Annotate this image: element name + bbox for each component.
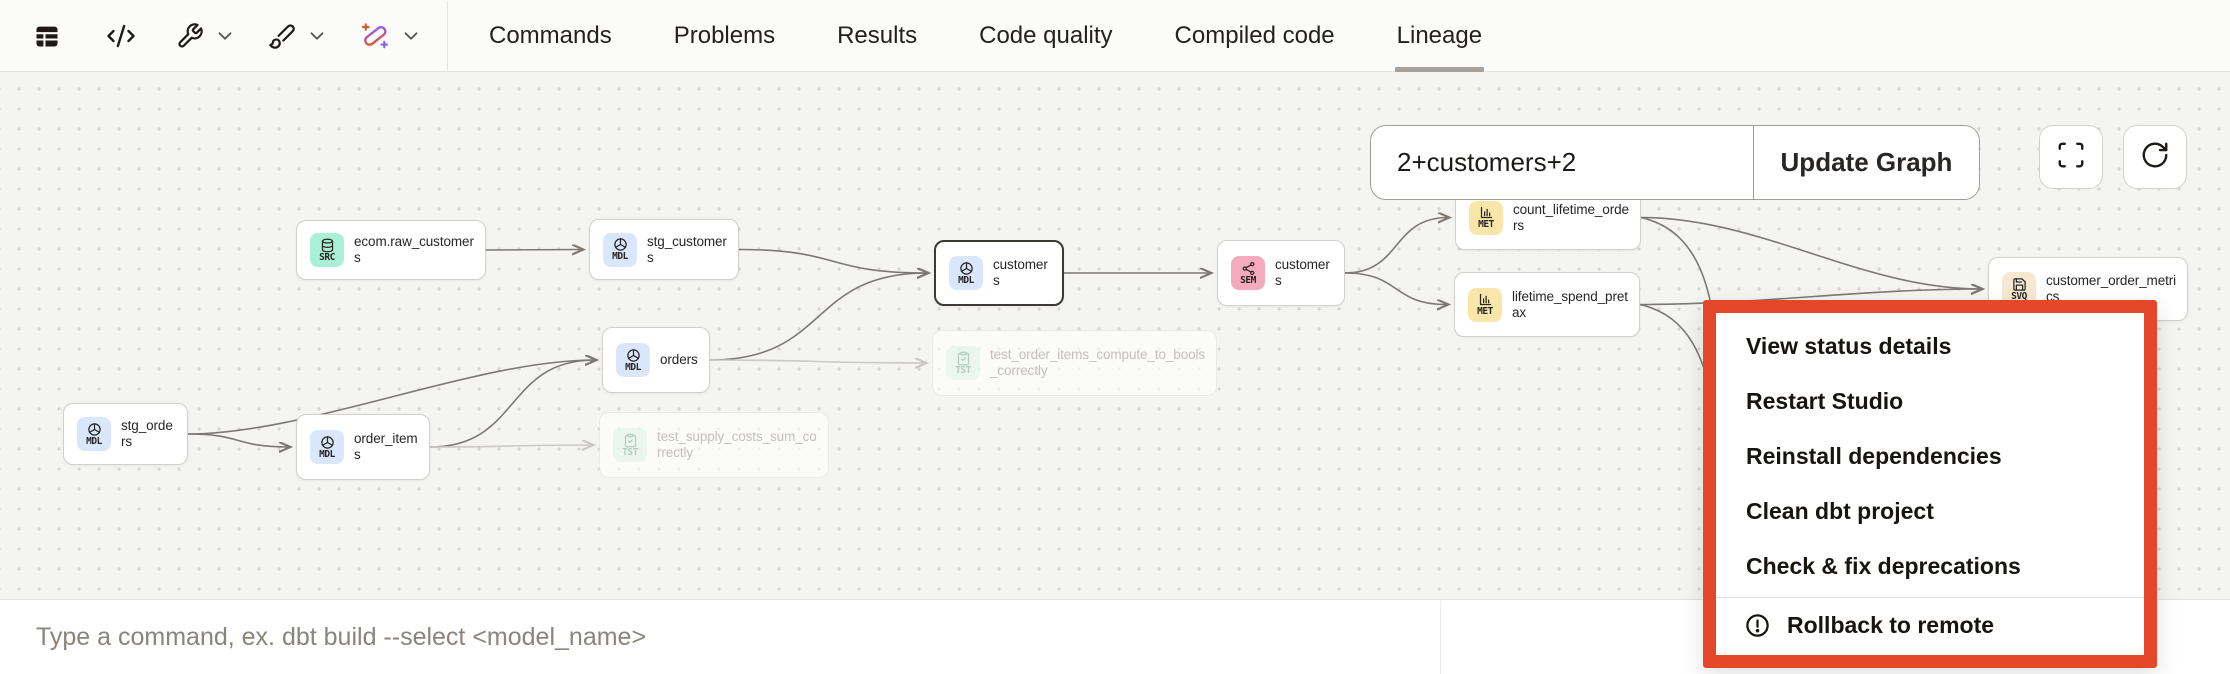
model-orb-icon: MDL <box>77 417 111 451</box>
clipboard-check-icon: TST <box>613 428 647 462</box>
node-label: lifetime_spend_pretax <box>1512 288 1628 320</box>
node-label: stg_orders <box>121 418 173 449</box>
table-icon <box>33 22 61 50</box>
graph-node-stg_customers[interactable]: MDL stg_customers <box>589 219 739 280</box>
database-icon: SRC <box>310 233 344 267</box>
command-bar-divider <box>1440 601 1441 674</box>
graph-node-customers_sem[interactable]: SEM customers <box>1217 240 1345 306</box>
edge-raw_customers-to-stg_customers <box>485 250 582 251</box>
graph-node-stg_orders[interactable]: MDL stg_orders <box>63 403 188 465</box>
bar-chart-icon: MET <box>1469 200 1503 235</box>
edge-count_lifetime_orders-to-customer_order_metrics <box>1640 216 1981 290</box>
edge-stg_customers-to-customers_mdl <box>738 248 927 274</box>
brush-icon <box>268 22 296 50</box>
command-input[interactable] <box>36 612 1366 662</box>
graph-node-test_order_items[interactable]: TST test_order_items_compute_to_bools_cor… <box>932 330 1217 396</box>
menu-item-rollback-to-remote[interactable]: Rollback to remote <box>1716 598 2144 653</box>
tab-compiled-code[interactable]: Compiled code <box>1174 22 1335 49</box>
graph-selector-bar: Update Graph <box>1370 125 1980 200</box>
menu-item-check-fix-deprecations[interactable]: Check & fix deprecations <box>1746 553 2021 579</box>
graph-node-customers_mdl[interactable]: MDL customers <box>934 240 1064 306</box>
graph-node-order_items[interactable]: MDL order_items <box>296 414 430 480</box>
model-orb-icon: MDL <box>603 232 637 267</box>
graph-node-orders[interactable]: MDL orders <box>602 327 710 393</box>
menu-item-label: Rollback to remote <box>1787 612 1995 638</box>
table-preview-button[interactable] <box>33 0 61 72</box>
tab-commands[interactable]: Commands <box>489 22 612 49</box>
edge-stg_orders-to-order_items <box>187 433 289 447</box>
node-label: customers <box>1275 257 1330 288</box>
model-orb-icon: MDL <box>310 430 344 464</box>
menu-divider <box>1716 597 2144 598</box>
refresh-button[interactable] <box>2123 125 2187 189</box>
node-label: order_items <box>354 431 418 462</box>
menu-item-clean-dbt-project[interactable]: Clean dbt project <box>1746 498 1934 524</box>
edge-customers_sem-to-count_lifetime_orders <box>1344 218 1448 274</box>
tab-results[interactable]: Results <box>837 22 918 49</box>
node-label: stg_customers <box>647 233 727 265</box>
fullscreen-button[interactable] <box>2039 125 2103 189</box>
edge-orders-to-customers_mdl <box>709 273 927 361</box>
node-label: count_lifetime_orders <box>1513 201 1629 233</box>
tab-problems[interactable]: Problems <box>673 22 776 49</box>
build-tools-button[interactable] <box>176 0 236 72</box>
node-label: orders <box>660 352 698 367</box>
fullscreen-icon <box>2056 140 2086 175</box>
ai-assist-button[interactable] <box>360 0 422 72</box>
top-toolbar: Commands Problems Results Code quality Compi… <box>0 0 2230 72</box>
graph-node-test_supply_costs[interactable]: TST test_supply_costs_sum_correctly <box>599 412 829 478</box>
edge-customers_sem-to-lifetime_spend_pretax <box>1344 272 1447 305</box>
menu-item-view-status-details[interactable]: View status details <box>1746 333 1952 359</box>
panel-tabs: Commands Problems Results Code quality Compi… <box>489 0 1485 72</box>
bar-chart-icon: MET <box>1468 287 1502 322</box>
menu-item-restart-studio[interactable]: Restart Studio <box>1746 388 1904 414</box>
node-label: ecom.raw_customers <box>354 234 474 265</box>
edge-order_items-to-orders <box>429 360 595 448</box>
tab-code-quality[interactable]: Code quality <box>979 22 1113 49</box>
alert-circle-icon <box>1744 612 1771 639</box>
graph-node-count_lifetime_orders[interactable]: MET count_lifetime_orders <box>1455 185 1641 250</box>
graph-selector-input[interactable] <box>1371 126 1753 199</box>
node-label: customers <box>993 257 1048 288</box>
model-orb-icon: MDL <box>949 256 983 290</box>
graph-node-lifetime_spend_pretax[interactable]: MET lifetime_spend_pretax <box>1454 272 1640 337</box>
edge-orders-to-test_order_items <box>709 360 925 363</box>
update-graph-button[interactable]: Update Graph <box>1753 126 1979 199</box>
edge-order_items-to-test_supply_costs <box>429 445 592 447</box>
model-orb-icon: MDL <box>616 343 650 377</box>
code-icon <box>106 21 136 51</box>
clipboard-check-icon: TST <box>946 346 980 380</box>
menu-item-reinstall-dependencies[interactable]: Reinstall dependencies <box>1746 443 2002 469</box>
node-label: test_supply_costs_sum_correctly <box>657 429 817 460</box>
tab-lineage[interactable]: Lineage <box>1394 0 1485 72</box>
chevron-down-icon[interactable] <box>400 25 422 47</box>
magic-wand-icon <box>360 21 390 51</box>
chevron-down-icon[interactable] <box>214 25 236 47</box>
node-label: test_order_items_compute_to_bools_correc… <box>990 347 1206 378</box>
semantic-graph-icon: SEM <box>1231 256 1265 290</box>
clean-tools-button[interactable] <box>268 0 328 72</box>
chevron-down-icon[interactable] <box>306 25 328 47</box>
toolbar-divider <box>447 1 448 71</box>
code-view-button[interactable] <box>106 0 136 72</box>
refresh-icon <box>2140 140 2170 175</box>
graph-node-raw_customers[interactable]: SRC ecom.raw_customers <box>296 220 486 280</box>
edge-lifetime_spend_pretax-to-customer_order_metrics <box>1639 289 1981 306</box>
active-tab-indicator <box>1394 67 1485 72</box>
wrench-icon <box>176 22 204 50</box>
edge-stg_orders-to-orders <box>187 360 595 435</box>
